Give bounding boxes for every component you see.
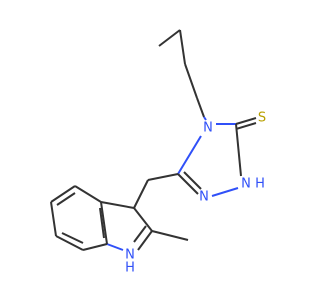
bond-c5-s	[235, 117, 257, 125]
bond-butyl-2	[179, 29, 186, 65]
bond-c5-n1	[235, 123, 242, 177]
bond-b5	[82, 243, 108, 251]
ring-nitrogen-1-label: N	[241, 177, 251, 192]
bond-c3-n2	[177, 173, 199, 195]
bond-c3a-c7a	[100, 201, 108, 245]
bond-b2b	[56, 192, 76, 206]
bond-b2	[50, 185, 76, 203]
bond-c2i-me	[151, 230, 189, 241]
bond-c5-s-b	[235, 122, 257, 130]
bond-butyl-1	[158, 29, 181, 47]
bond-b4b	[61, 232, 84, 244]
bond-butyl-4	[196, 97, 205, 118]
bond-butyl-3	[184, 63, 198, 99]
bond-b6	[99, 207, 105, 239]
atom-label-set: S N N H N N H	[125, 111, 266, 276]
bond-n4-c3	[177, 135, 202, 175]
bond-ch2-2	[133, 179, 149, 209]
bond-b4	[55, 235, 84, 251]
bond-ch2-1	[147, 173, 179, 181]
bond-b3	[50, 201, 57, 237]
bond-n1-n2	[211, 187, 239, 197]
bond-c3i-c2i	[133, 207, 153, 232]
thione-sulfur-label: S	[258, 111, 266, 126]
bond-c3i-c3a	[100, 201, 135, 209]
bond-set	[50, 29, 257, 251]
bond-b1	[74, 185, 102, 203]
molecule-structure-diagram: S N N H N N H	[50, 29, 266, 276]
ring-nitrogen-2-label: N	[199, 190, 209, 205]
bond-butyl-4n	[203, 116, 207, 121]
bond-c2i-n1i-b	[133, 225, 147, 243]
indole-nitrogen-label: N	[125, 248, 135, 263]
bond-n1i-c7a	[106, 243, 124, 251]
indole-nitrogen-hydrogen-label: H	[125, 261, 135, 276]
bond-c2i-n1i	[137, 230, 153, 251]
bond-c3-n2-b	[183, 171, 202, 190]
ring-nitrogen-4-label: N	[203, 121, 213, 136]
ring-nitrogen-1-hydrogen-label: H	[255, 177, 265, 192]
